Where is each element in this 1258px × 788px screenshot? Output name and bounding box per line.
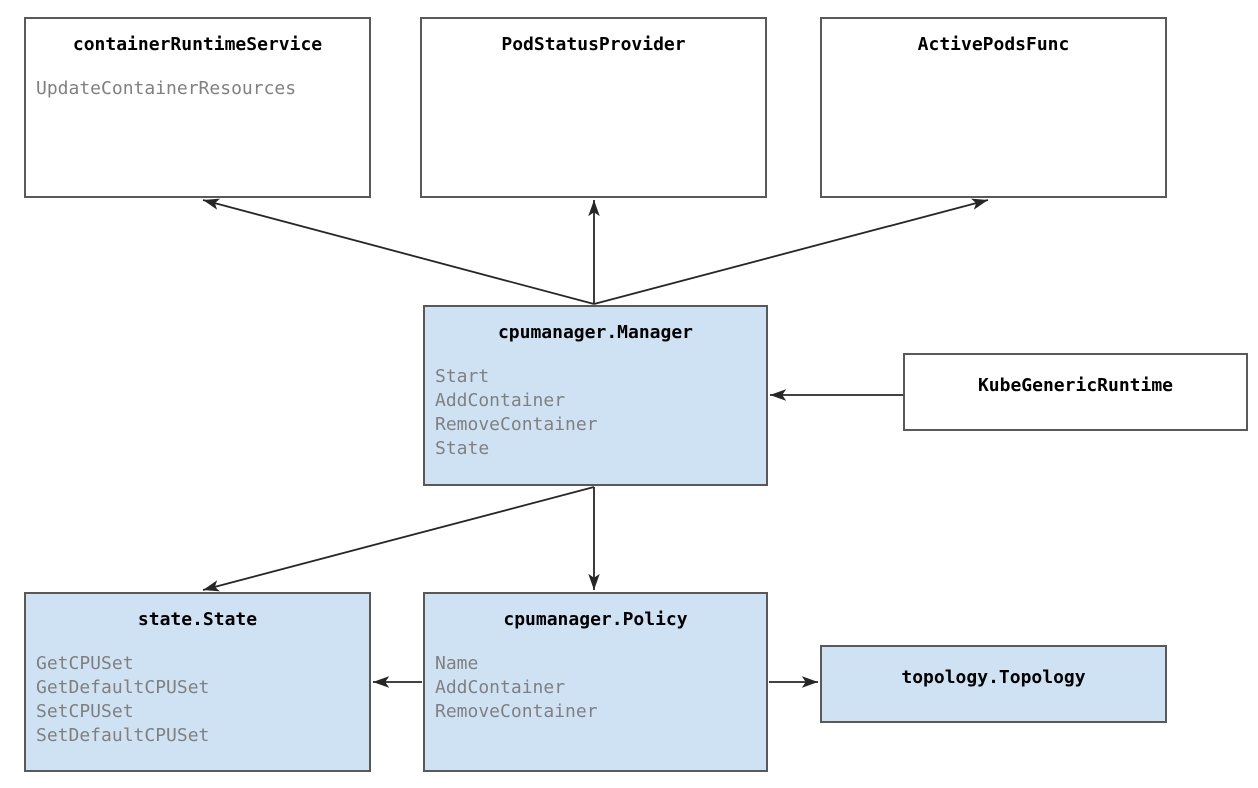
member-item: Start	[435, 366, 490, 387]
node-title: PodStatusProvider	[501, 34, 686, 55]
node-title: cpumanager.Manager	[497, 322, 694, 343]
member-item: AddContainer	[435, 677, 566, 698]
node-title: KubeGenericRuntime	[977, 375, 1174, 396]
node-title: containerRuntimeService	[72, 34, 323, 55]
member-item: State	[435, 438, 490, 459]
member-item: UpdateContainerResources	[36, 78, 297, 99]
edge-manager-to-activepodsfunc	[593, 198, 989, 305]
node-topologyTopology[interactable]: topology.Topology	[820, 645, 1167, 723]
node-KubeGenericRuntime[interactable]: KubeGenericRuntime	[903, 353, 1248, 431]
node-ActivePodsFunc[interactable]: ActivePodsFunc	[820, 17, 1167, 198]
node-title: cpumanager.Policy	[503, 609, 688, 630]
edge-manager-to-containerRuntimeService	[202, 198, 595, 305]
member-item: Name	[435, 653, 479, 674]
member-item: RemoveContainer	[435, 701, 598, 722]
node-title: state.State	[137, 609, 258, 630]
member-item: RemoveContainer	[435, 414, 598, 435]
member-item: GetDefaultCPUSet	[36, 677, 210, 698]
member-list: UpdateContainerResources	[26, 77, 369, 101]
node-title: topology.Topology	[901, 667, 1086, 688]
member-item: GetCPUSet	[36, 653, 134, 674]
member-item: SetCPUSet	[36, 701, 134, 722]
node-PodStatusProvider[interactable]: PodStatusProvider	[420, 17, 767, 198]
edge-manager-to-state	[202, 486, 595, 592]
member-item: SetDefaultCPUSet	[36, 725, 210, 746]
node-title: ActivePodsFunc	[917, 34, 1070, 55]
member-item: AddContainer	[435, 390, 566, 411]
